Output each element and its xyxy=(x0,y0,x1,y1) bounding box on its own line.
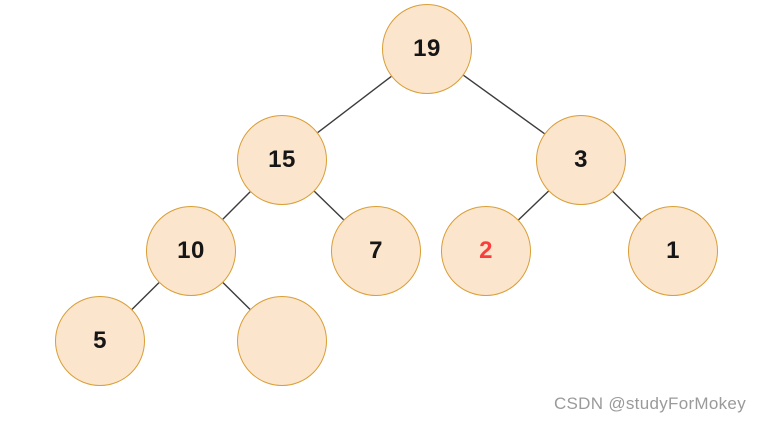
edge-3-2 xyxy=(518,190,549,221)
edge-15-7 xyxy=(313,190,345,221)
tree-node-15: 15 xyxy=(237,115,327,205)
tree-node-2-highlighted: 2 xyxy=(441,206,531,296)
tree-node-5: 5 xyxy=(55,296,145,386)
tree-node-empty xyxy=(237,296,327,386)
tree-node-1: 1 xyxy=(628,206,718,296)
csdn-watermark: CSDN @studyForMokey xyxy=(553,394,746,413)
node-value: 19 xyxy=(413,35,441,62)
node-value: 5 xyxy=(93,327,107,354)
tree-node-10: 10 xyxy=(146,206,236,296)
edge-19-15 xyxy=(317,75,392,134)
tree-node-19: 19 xyxy=(382,4,472,94)
node-value: 15 xyxy=(268,146,296,173)
edge-3-1 xyxy=(612,191,642,220)
edge-19-3 xyxy=(463,74,545,135)
node-value: 3 xyxy=(574,146,588,173)
node-value-highlighted: 2 xyxy=(479,237,493,264)
node-value: 10 xyxy=(177,237,205,264)
node-value: 7 xyxy=(369,237,383,264)
tree-node-3: 3 xyxy=(536,115,626,205)
edge-10-empty xyxy=(222,282,251,310)
edge-10-5 xyxy=(131,282,160,310)
tree-node-7: 7 xyxy=(331,206,421,296)
edge-15-10 xyxy=(222,191,251,220)
node-value: 1 xyxy=(666,237,680,264)
